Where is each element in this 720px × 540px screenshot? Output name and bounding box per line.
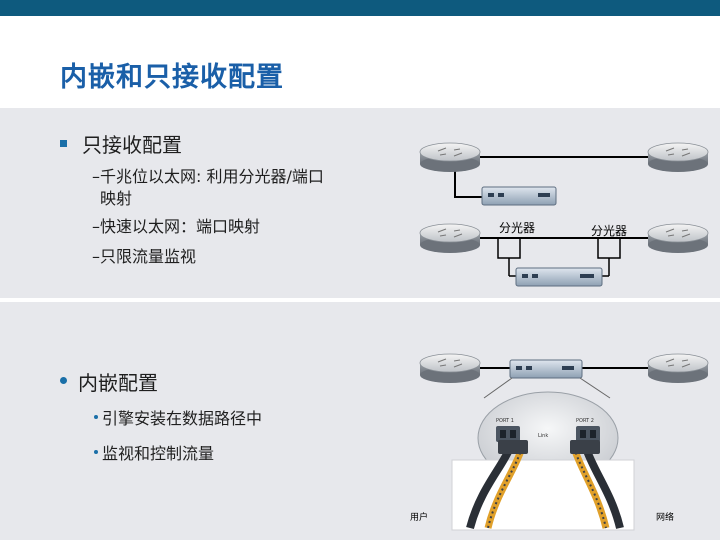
router-icon — [420, 224, 480, 253]
splitter-device-icon — [482, 187, 556, 205]
monitor-device-icon — [516, 268, 602, 286]
router-icon — [420, 354, 480, 383]
router-icon — [648, 354, 708, 383]
router-icon — [648, 143, 708, 172]
splitter-label-left: 分光器 — [499, 221, 535, 235]
port-label-right: PORT 2 — [576, 418, 594, 424]
network-label: 网络 — [656, 511, 674, 523]
router-icon — [648, 224, 708, 253]
router-icon — [420, 143, 480, 172]
inline-engine-icon — [510, 360, 582, 378]
user-label: 用户 — [410, 511, 428, 523]
splitter-label-right: 分光器 — [591, 224, 627, 238]
link-label: Link — [538, 433, 548, 439]
port-label-left: PORT 1 — [496, 418, 514, 424]
